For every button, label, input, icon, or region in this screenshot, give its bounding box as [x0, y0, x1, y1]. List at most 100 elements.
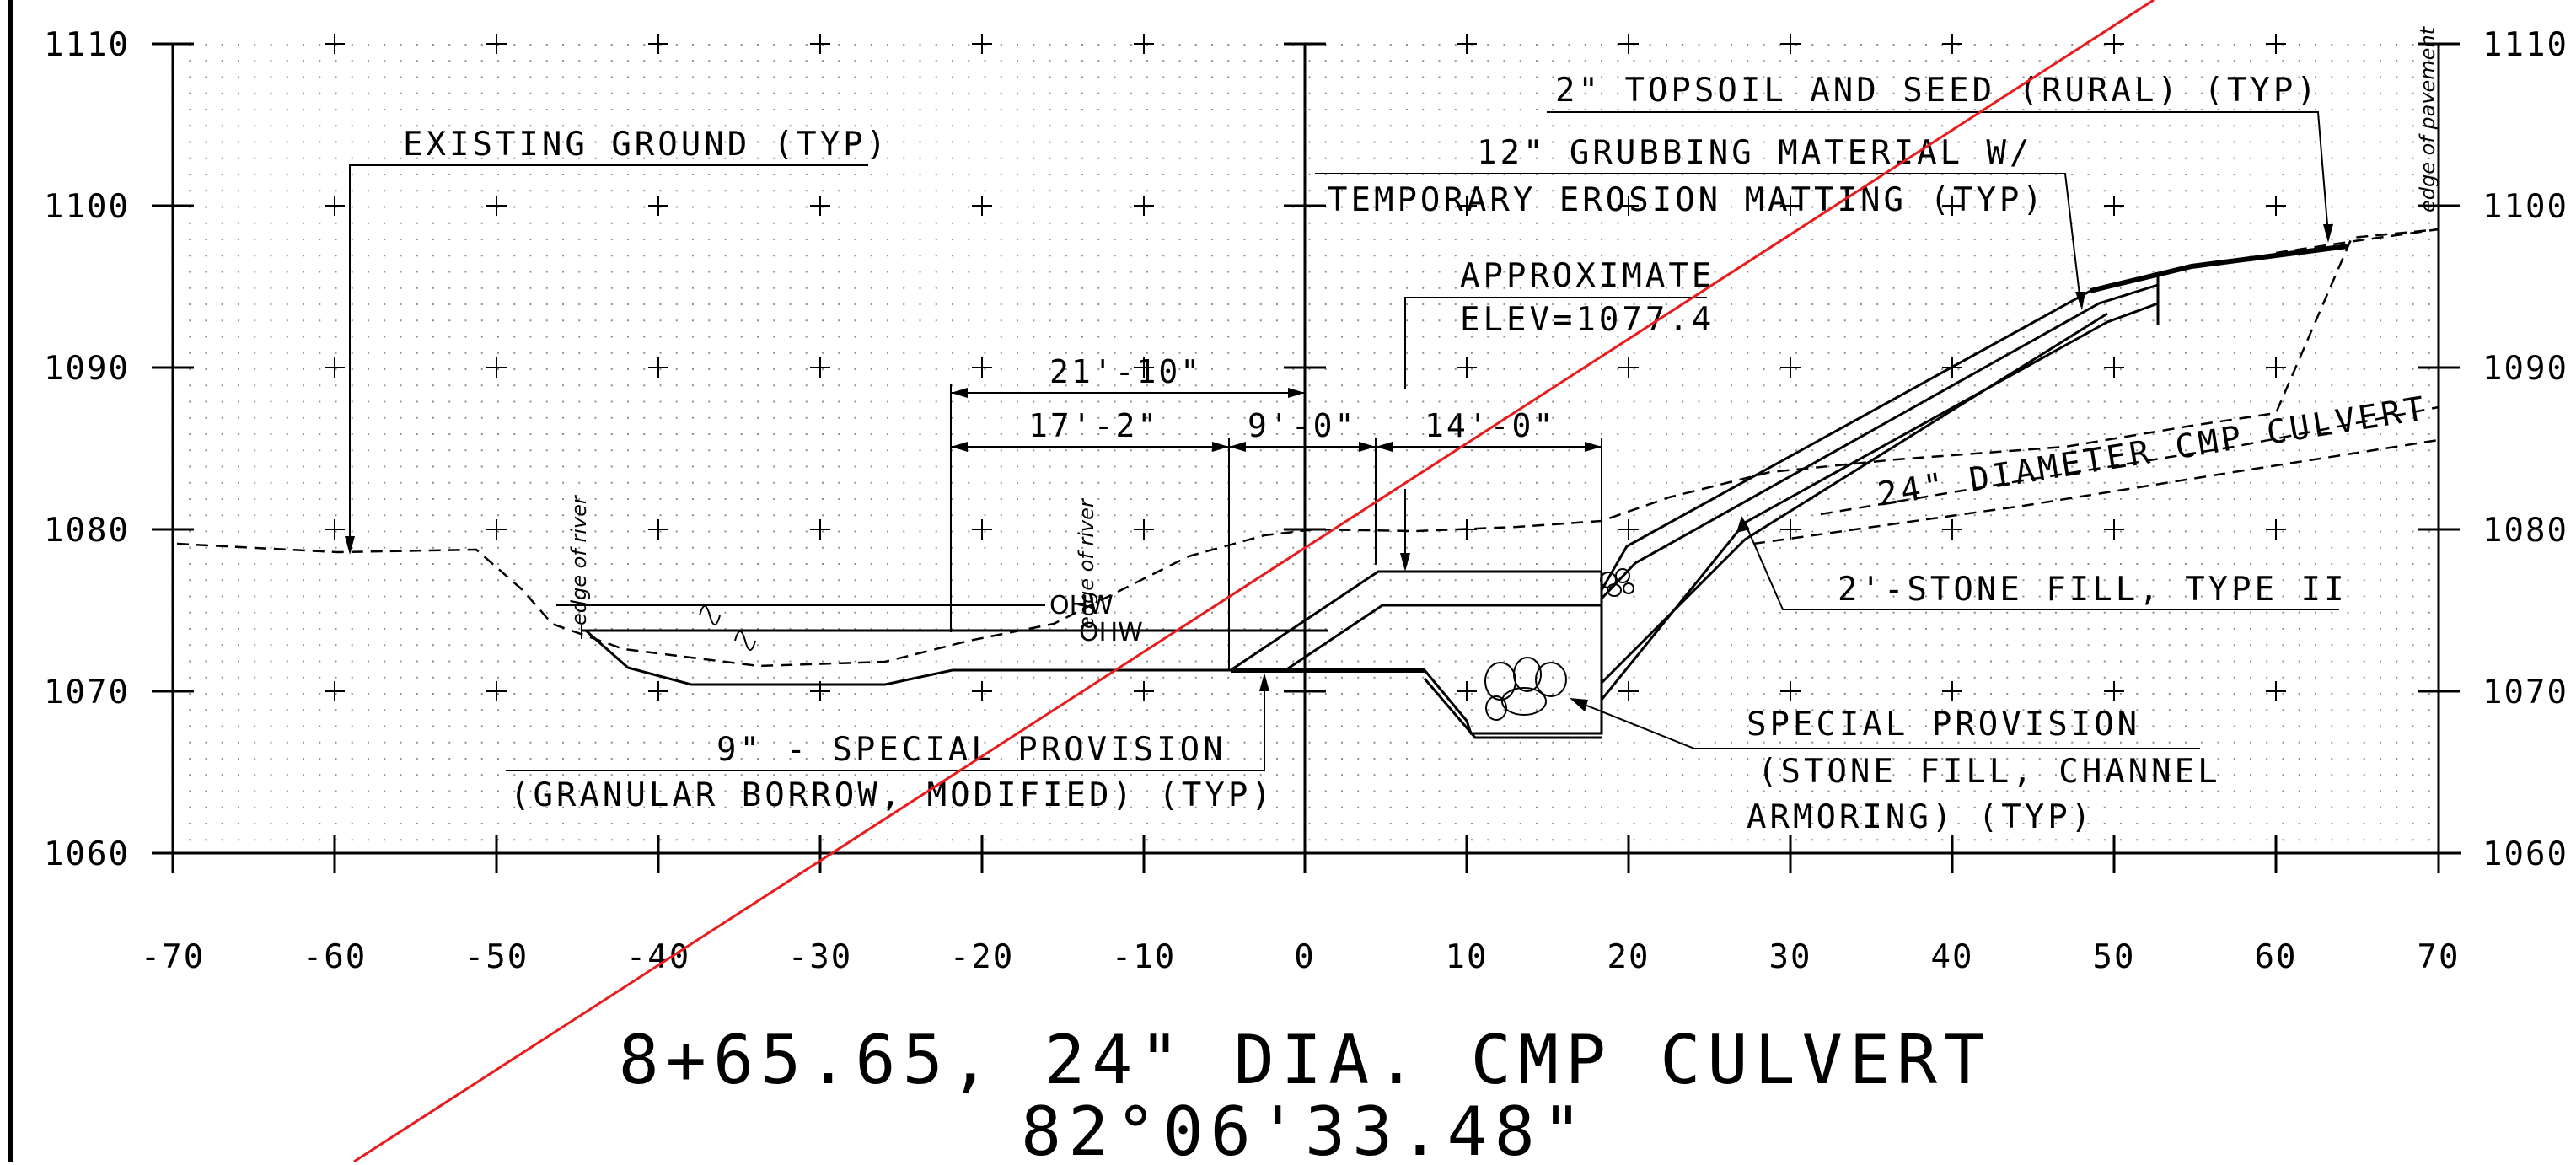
grid-plus-marker: [486, 34, 507, 54]
grid-plus-marker: [648, 34, 668, 54]
grid-plus-marker: [1618, 681, 1639, 701]
grid-plus-marker: [325, 34, 345, 54]
pavement-edge-line: [2275, 228, 2439, 255]
grid-plus-marker: [648, 519, 668, 540]
grid-plus-marker: [810, 34, 830, 54]
grid-plus-marker: [486, 196, 507, 216]
grid-plus-marker: [1942, 34, 1962, 54]
special-provision-label-line3: ARMORING) (TYP): [1747, 798, 2094, 836]
station-label-neg20: -20: [950, 938, 1014, 976]
grid-plus-markers: [325, 34, 2286, 701]
grid-plus-marker: [1457, 357, 1477, 378]
existing-ground-line: [176, 228, 2439, 668]
station-label-neg60: -60: [303, 938, 367, 976]
grid-plus-marker: [972, 681, 992, 701]
dim-9ft-0in: 9'-0": [1248, 407, 1356, 444]
elev-label-left-1060: 1060: [44, 835, 130, 873]
grid-plus-marker: [1134, 357, 1154, 378]
culvert-top-line: [1820, 405, 2439, 516]
grubbing-label-line1: 12" GRUBBING MATERIAL W/: [1477, 134, 2033, 172]
channel-bed-line: [585, 629, 1231, 686]
edge-of-pavement-label: edge of pavement: [2416, 25, 2439, 212]
grid-plus-marker: [972, 357, 992, 378]
topsoil-line: [2090, 244, 2348, 293]
station-ticks: [171, 835, 2440, 873]
grid-plus-marker: [1618, 34, 1639, 54]
grid-plus-marker: [1134, 519, 1154, 540]
elev-label-left-1110: 1110: [44, 26, 130, 64]
station-label-neg10: -10: [1112, 938, 1176, 976]
special-provision-label-line2: (STONE FILL, CHANNEL: [1758, 753, 2221, 791]
granular-label-line2: (GRANULAR BORROW, MODIFIED) (TYP): [510, 776, 1275, 814]
grid-plus-marker: [2104, 196, 2124, 216]
grid-plus-marker: [1780, 519, 1801, 540]
armoring-trench-inner: [1423, 678, 1602, 739]
edge-of-river-mid-label: edge of river: [1075, 497, 1098, 629]
elev-label-right-1080: 1080: [2482, 512, 2568, 550]
grid-plus-marker: [1134, 681, 1154, 701]
leader-lines: [345, 111, 2439, 771]
culvert-bottom-line: [1752, 438, 2439, 545]
grid-plus-marker: [810, 519, 830, 540]
grid-plus-marker: [648, 196, 668, 216]
station-label-70: 70: [2418, 938, 2461, 976]
dim-14ft-0in: 14'-0": [1425, 407, 1555, 444]
elev-label-left-1080: 1080: [44, 512, 130, 550]
grid-plus-marker: [2266, 357, 2286, 378]
grid-plus-marker: [2266, 519, 2286, 540]
grid-plus-marker: [1942, 681, 1962, 701]
grid-plus-marker: [325, 357, 345, 378]
grid-plus-marker: [1618, 196, 1639, 216]
section-title: 8+65.65, 24" DIA. CMP CULVERT: [619, 1021, 1992, 1099]
elev-label-right-1100: 1100: [2482, 188, 2568, 226]
stone-fill-rocks: [1484, 568, 1634, 721]
grid-plus-marker: [2266, 34, 2286, 54]
elev-label-left-1100: 1100: [44, 188, 130, 226]
grid-plus-marker: [972, 34, 992, 54]
station-label-30: 30: [1769, 938, 1812, 976]
grid-plus-marker: [648, 357, 668, 378]
grid-plus-marker: [1618, 357, 1639, 378]
elev-label-right-1070: 1070: [2482, 674, 2568, 711]
station-label-60: 60: [2255, 938, 2298, 976]
grid-plus-marker: [1457, 196, 1477, 216]
grid-plus-marker: [2104, 519, 2124, 540]
special-provision-label-line1: SPECIAL PROVISION: [1747, 706, 2140, 744]
grid-plus-marker: [1780, 196, 1801, 216]
ohw-upper-label: OHW: [1049, 591, 1114, 620]
bedding-slope-inner: [1285, 604, 1602, 672]
grid-plus-marker: [1618, 519, 1639, 540]
skew-angle-line: [353, 0, 2155, 1163]
granular-label-line1: 9" - SPECIAL PROVISION: [716, 731, 1226, 769]
grid-plus-marker: [972, 196, 992, 216]
station-label-20: 20: [1607, 938, 1650, 976]
ohw-wave-upper: [699, 605, 721, 625]
grid-plus-marker: [972, 519, 992, 540]
edge-of-river-left-label: edge of river: [567, 494, 591, 625]
elev-label-left-1070: 1070: [44, 674, 130, 711]
stone-fill-label: 2'-STONE FILL, TYPE II: [1838, 571, 2348, 609]
stone-fill-line-2: [1600, 312, 2108, 685]
grid-plus-marker: [486, 519, 507, 540]
station-label-50: 50: [2093, 938, 2136, 976]
elevation-label: ELEV=1077.4: [1460, 301, 1715, 339]
existing-ground-label: EXISTING GROUND (TYP): [403, 126, 889, 164]
elev-label-right-1060: 1060: [2482, 835, 2568, 873]
grid-plus-marker: [1457, 681, 1477, 701]
station-label-neg40: -40: [626, 938, 690, 976]
grid-plus-marker: [1780, 357, 1801, 378]
station-label-neg50: -50: [464, 938, 529, 976]
grid-plus-marker: [810, 357, 830, 378]
bedding-slope-top: [1230, 570, 1602, 672]
elev-label-left-1090: 1090: [44, 350, 130, 388]
station-label-neg70: -70: [141, 938, 205, 976]
station-label-10: 10: [1446, 938, 1489, 976]
grid-plus-marker: [1457, 34, 1477, 54]
topsoil-label: 2" TOPSOIL AND SEED (RURAL) (TYP): [1555, 72, 2320, 110]
grid-plus-marker: [648, 681, 668, 701]
station-label-40: 40: [1931, 938, 1974, 976]
grid-dots: [173, 44, 2440, 853]
grid-plus-marker: [325, 519, 345, 540]
